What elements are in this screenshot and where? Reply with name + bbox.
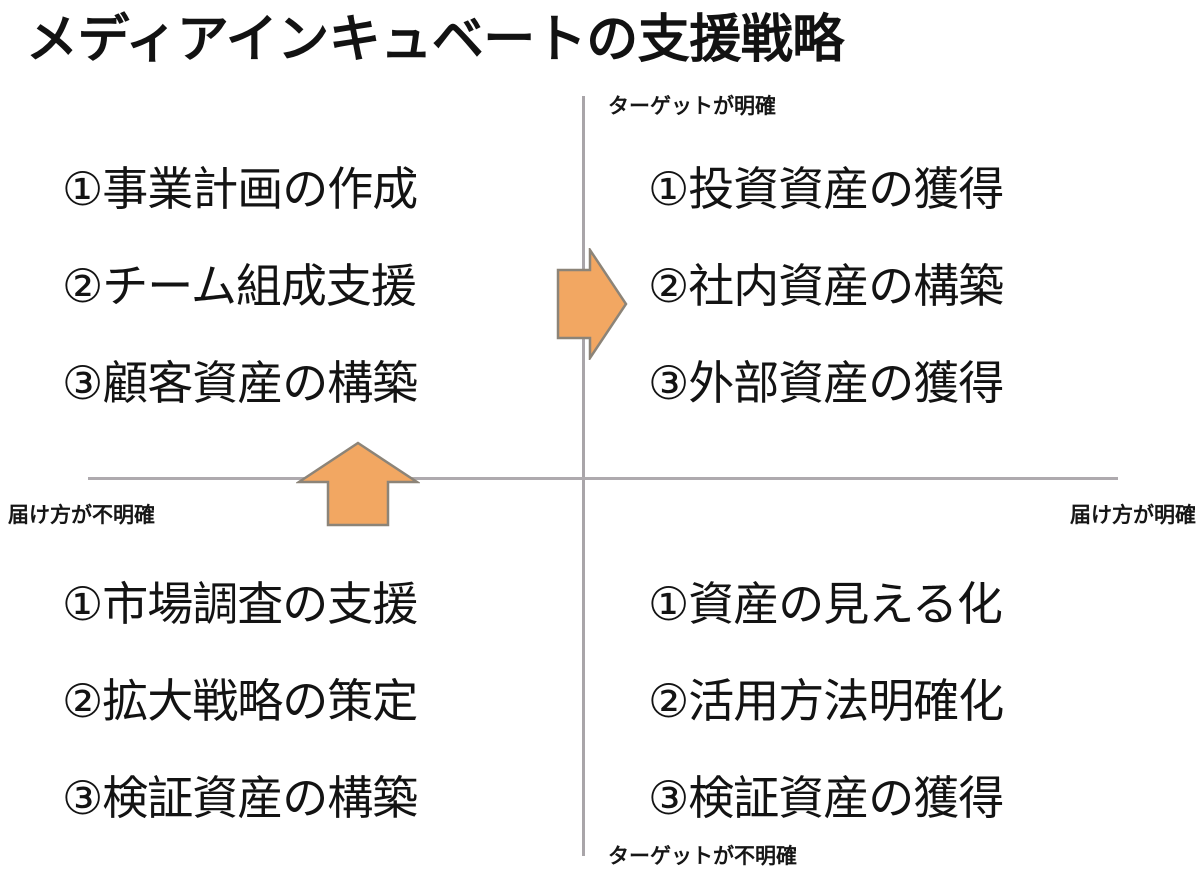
axis-label-left: 届け方が不明確 [8, 504, 155, 527]
list-item: ①投資資産の獲得 [648, 162, 1004, 215]
list-item: ②社内資産の構築 [648, 259, 1004, 312]
list-item: ①資産の見える化 [648, 577, 1003, 630]
quadrant-bottom-right: ①資産の見える化 ②活用方法明確化 ③検証資産の獲得 [648, 555, 1148, 846]
arrow-up-icon [294, 440, 422, 528]
list-item: ③検証資産の構築 [62, 771, 418, 824]
page-title: メディアインキュベートの支援戦略 [26, 11, 844, 69]
list-item: ③顧客資産の構築 [62, 356, 418, 409]
quadrant-bottom-left: ①市場調査の支援 ②拡大戦略の策定 ③検証資産の構築 [62, 555, 562, 846]
list-item: ③検証資産の獲得 [648, 771, 1004, 824]
list-item: ①事業計画の作成 [62, 162, 418, 215]
axis-label-right: 届け方が明確 [1070, 504, 1196, 527]
list-item: ②チーム組成支援 [62, 259, 417, 312]
list-item: ①市場調査の支援 [62, 577, 418, 630]
quadrant-top-left: ①事業計画の作成 ②チーム組成支援 ③顧客資産の構築 [62, 140, 562, 431]
axis-label-top: ターゲットが明確 [608, 95, 776, 118]
arrow-right-icon [556, 245, 628, 363]
list-item: ②拡大戦略の策定 [62, 674, 418, 727]
list-item: ③外部資産の獲得 [648, 356, 1004, 409]
list-item: ②活用方法明確化 [648, 674, 1004, 727]
vertical-axis-line [582, 96, 585, 856]
quadrant-top-right: ①投資資産の獲得 ②社内資産の構築 ③外部資産の獲得 [648, 140, 1148, 431]
horizontal-axis-line [88, 477, 1118, 480]
axis-label-bottom: ターゲットが不明確 [608, 845, 797, 868]
